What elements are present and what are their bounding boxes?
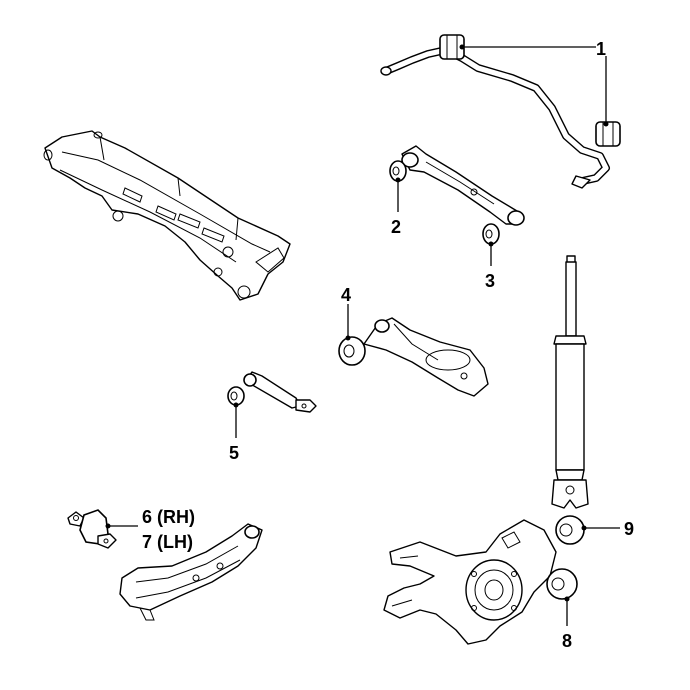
stabilizer-bushing-lower xyxy=(595,121,621,147)
stabilizer-bar xyxy=(380,46,610,189)
callout-6-rh: 6 (RH) xyxy=(142,507,195,527)
knuckle-bushing-9 xyxy=(555,515,585,545)
callout-9: 9 xyxy=(624,519,634,539)
knuckle-bushing-8 xyxy=(546,568,578,600)
upper-arm xyxy=(401,145,525,226)
callout-4: 4 xyxy=(341,285,351,305)
trailing-arm-bushing-4 xyxy=(338,336,366,366)
callout-8: 8 xyxy=(562,631,572,651)
callout-1: 1 xyxy=(596,39,606,59)
trailing-arm xyxy=(363,317,489,397)
shock-absorber xyxy=(551,255,589,509)
callout-7-lh: 7 (LH) xyxy=(142,532,193,552)
leader-lines xyxy=(105,44,620,626)
rear-subframe xyxy=(43,130,291,301)
assist-link-bushing-5 xyxy=(227,386,245,406)
callout-3: 3 xyxy=(485,271,495,291)
lower-arm-bushing-6-7 xyxy=(67,509,117,549)
rear-knuckle xyxy=(383,519,557,645)
upper-arm-bushing-3 xyxy=(482,223,500,245)
assist-link xyxy=(243,371,317,413)
callout-5: 5 xyxy=(229,443,239,463)
callout-2: 2 xyxy=(391,217,401,237)
lower-control-arm xyxy=(119,523,263,621)
